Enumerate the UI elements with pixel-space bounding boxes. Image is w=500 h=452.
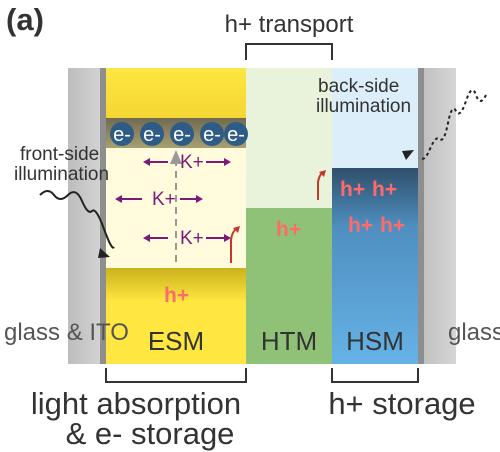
electron-4: e- (200, 122, 224, 146)
panel-label: (a) (6, 2, 44, 37)
hole-transfer-arrowhead-esm (233, 226, 240, 233)
electron-label-3: e- (173, 124, 191, 146)
electron-label-1: e- (113, 124, 131, 146)
bottom-right-label: h+ storage (328, 386, 475, 421)
bottom-left-label-line-2: & e- storage (66, 416, 235, 451)
hole-hsm-4: h+ (380, 214, 405, 237)
front-light-wave (39, 190, 115, 249)
electron-2: e- (140, 122, 164, 146)
ito-left-edge (100, 68, 106, 364)
front-light-arrowhead (98, 248, 110, 258)
top-transport-label: h+ transport (225, 11, 354, 38)
glass-ito-left-label: glass & ITO (4, 319, 129, 346)
htm-band (246, 208, 332, 364)
esm-label: ESM (148, 326, 204, 356)
potassium-label-1: K+ (180, 152, 204, 173)
front-illumination-line-1: front-side (20, 144, 99, 165)
back-illumination-line-1: back-side (318, 76, 399, 97)
ito-right-edge (418, 68, 424, 364)
hsm-label: HSM (346, 326, 404, 356)
hole-htm: h+ (276, 218, 301, 241)
electron-label-4: e- (203, 124, 221, 146)
esm-top-band (106, 68, 246, 118)
esm-valence-band (106, 268, 246, 364)
hsm-band (332, 168, 418, 364)
bottom-bracket-left (105, 368, 247, 383)
hole-transfer-arrowhead-htm (319, 170, 326, 177)
electron-group: e- e- e- e- e- (110, 122, 248, 146)
bottom-left-label-line-1: light absorption (31, 386, 241, 421)
htm-label: HTM (261, 326, 317, 356)
top-bracket (245, 43, 333, 60)
electron-1: e- (110, 122, 134, 146)
glass-left-slab (68, 68, 106, 364)
potassium-label-3: K+ (180, 228, 204, 249)
excitation-arrowhead (170, 150, 182, 164)
back-illumination-line-2: illumination (316, 96, 411, 117)
bottom-bracket-right (331, 368, 419, 383)
glass-ito-right-label: glass & ITO (448, 319, 500, 346)
hole-hsm-2: h+ (372, 178, 397, 201)
hole-hsm-1: h+ (340, 178, 365, 201)
electron-3: e- (170, 122, 194, 146)
potassium-label-2: K+ (152, 189, 176, 210)
hole-hsm-3: h+ (348, 214, 373, 237)
electron-label-2: e- (143, 124, 161, 146)
front-illumination-line-2: illumination (14, 164, 109, 185)
potassium-ions (115, 158, 231, 242)
hole-esm: h+ (164, 284, 189, 307)
back-light-arrowhead (402, 150, 414, 160)
electron-label-5: e- (227, 124, 245, 146)
electron-5: e- (224, 122, 248, 146)
